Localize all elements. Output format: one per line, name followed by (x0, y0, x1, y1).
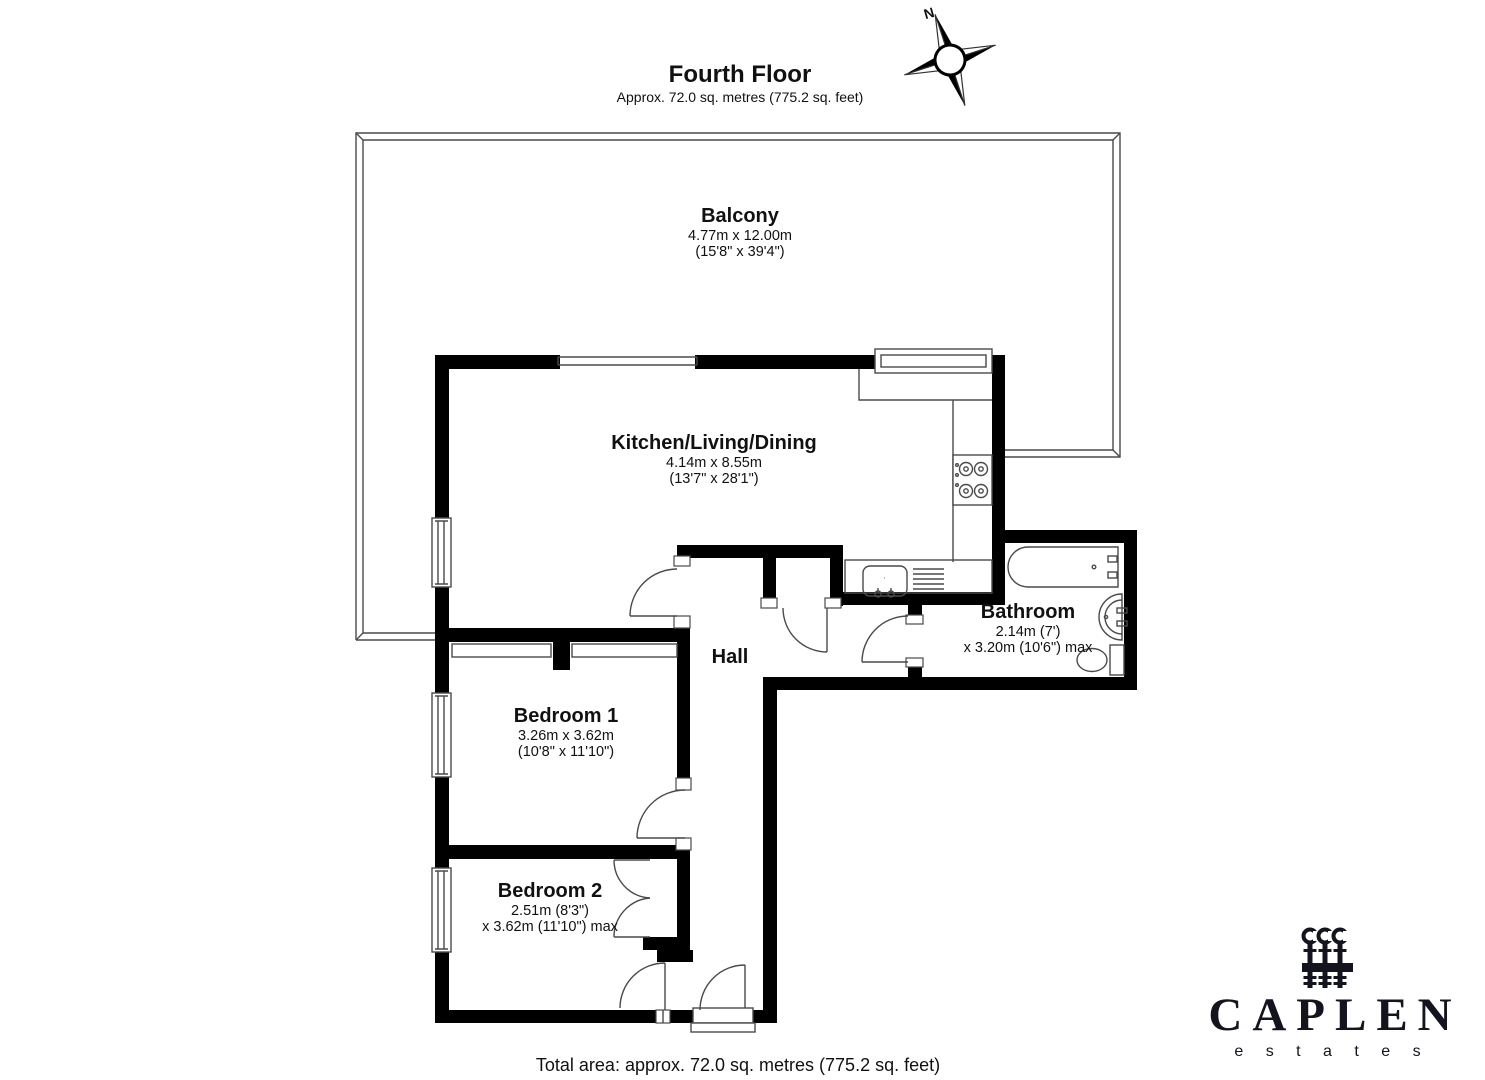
room-dim-bedroom1-metric: 3.26m x 3.62m (518, 728, 614, 744)
door-arc-kitchen-hall (629, 568, 678, 617)
room-dim-bathroom-1: 2.14m (7') (995, 624, 1061, 640)
room-dim-bedroom2-2: x 3.62m (11'10") max (482, 919, 618, 935)
room-label-balcony: Balcony (701, 205, 779, 227)
kitchen-sink (862, 565, 944, 598)
room-dim-bedroom1-imperial: (10'8" x 11'10") (517, 744, 615, 760)
room-label-bathroom: Bathroom (980, 601, 1076, 623)
apartment-walls (435, 355, 1137, 1023)
room-dim-balcony-metric: 4.77m x 12.00m (688, 228, 792, 244)
window-bedroom2-left (431, 867, 452, 953)
entrance-door (690, 964, 756, 1033)
door-arc-bathroom (861, 615, 909, 663)
closet-doors-bedroom2 (613, 859, 651, 938)
room-label-kitchen: Kitchen/Living/Dining (611, 432, 817, 454)
door-arc-bedroom1 (636, 789, 686, 839)
room-dim-bathroom-2: x 3.20m (10'6") max (963, 640, 1093, 656)
page-subtitle: Approx. 72.0 sq. metres (775.2 sq. feet) (616, 89, 864, 105)
kitchen-counter (844, 559, 993, 594)
wardrobe-bedroom1 (451, 643, 678, 658)
window-kitchen-left (431, 517, 452, 588)
room-dim-kitchen-imperial: (13'7" x 28'1") (669, 471, 759, 487)
compass-icon (904, 14, 996, 106)
window-kitchen-top-opening (557, 356, 698, 366)
keys-icon (1301, 927, 1353, 988)
room-dim-kitchen-metric: 4.14m x 8.55m (666, 455, 762, 471)
page-title: Fourth Floor (668, 61, 812, 88)
logo-tagline-text: e s t a t e s (1234, 1043, 1430, 1060)
toilet-icon (1076, 644, 1125, 676)
logo-brand-text: CAPLEN (1208, 989, 1462, 1041)
window-bedroom1-left (431, 692, 452, 778)
bathtub-icon (1007, 546, 1119, 588)
door-arc-bedroom2 (619, 962, 666, 1010)
door-reveals (655, 555, 924, 1024)
room-label-hall: Hall (711, 646, 749, 668)
hob-icon (952, 454, 993, 506)
room-label-bedroom2: Bedroom 2 (497, 880, 603, 902)
room-label-bedroom1: Bedroom 1 (513, 705, 619, 727)
balcony-outline (355, 132, 1121, 641)
basin-icon (1098, 593, 1128, 641)
total-area-text: Total area: approx. 72.0 sq. metres (775… (535, 1055, 941, 1075)
window-kitchen-top-box (874, 348, 993, 374)
room-dim-bedroom2-1: 2.51m (8'3") (510, 903, 590, 919)
door-arc-vestibule-hall (782, 607, 828, 653)
room-dim-balcony-imperial: (15'8" x 39'4") (695, 244, 785, 260)
